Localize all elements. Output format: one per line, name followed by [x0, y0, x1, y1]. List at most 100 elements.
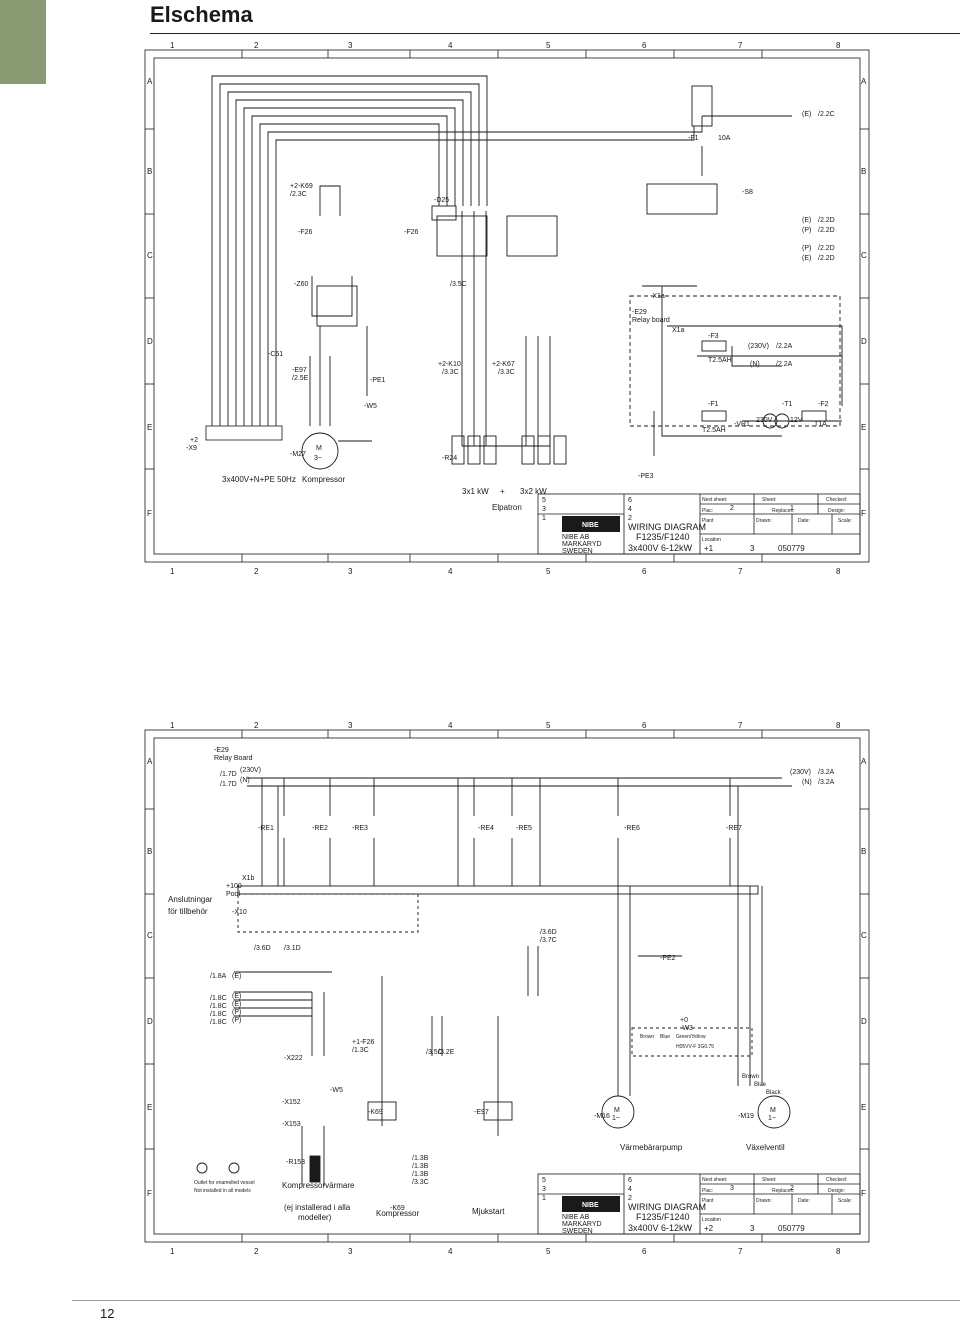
diverter-valve-label: Växelventil: [746, 1143, 785, 1152]
tag-d25: -D25: [434, 197, 449, 204]
row-label: A: [147, 757, 153, 766]
col-label: 2: [254, 41, 259, 50]
ref-36d-2: /3.6D: [540, 929, 557, 936]
sheet-value: 2: [790, 1185, 794, 1192]
wire-color-brown: Brown: [640, 1034, 654, 1040]
design-label: Design:: [828, 1188, 845, 1194]
col-label: 3: [348, 721, 353, 730]
heater-2-power: 3x2 kW: [520, 487, 547, 496]
accessory-terminal-x10: [237, 893, 419, 933]
neutral-label: (N): [240, 777, 250, 784]
rev-num: 5: [542, 497, 546, 504]
transformer-secondary: 12V: [790, 417, 803, 424]
tag-re2: -RE2: [312, 825, 328, 832]
tag-f2: -F2: [818, 401, 829, 408]
tag-f26b: -F26: [404, 229, 419, 236]
col-label: 2: [254, 1247, 259, 1256]
row-label: C: [147, 251, 153, 260]
ref-35c: /3.5C: [426, 1049, 443, 1056]
terminal-strip-x1b: [237, 885, 759, 895]
relay-k69: [367, 1101, 397, 1121]
col-label: 6: [642, 567, 647, 576]
col-label: 1: [170, 567, 175, 576]
fuse-f1: [701, 410, 727, 422]
tag-re1: -RE1: [258, 825, 274, 832]
title-block-1: NIBE NIBE AB MARKARYD SWEDEN 5 3 1 6 4 2…: [537, 493, 861, 555]
location-label: Location: [702, 1217, 721, 1223]
tag-x1b: X1b: [242, 875, 255, 882]
outlet-socket: [228, 1162, 240, 1174]
fuse-f3-rating: T2.5AH: [708, 357, 732, 364]
relay-board-label: Relay Board: [214, 755, 253, 762]
heat-carrier-pump-label: Värmebärarpump: [620, 1143, 683, 1152]
component-symbols: [196, 885, 791, 1183]
row-label: B: [861, 847, 866, 856]
heater-plus: +: [500, 487, 505, 496]
ref-33c: /3.3C: [412, 1179, 429, 1186]
wire-color-green-yellow: Green/Yellow: [676, 1034, 706, 1040]
document-number: 050779: [778, 1224, 805, 1233]
heater-element-3: [483, 435, 497, 465]
col-label: 8: [836, 567, 841, 576]
tag-x153: -X153: [282, 1121, 301, 1128]
pool-label: Pool: [226, 891, 240, 898]
tag-f1-top: -F1: [688, 135, 699, 142]
plant-label: Plant: [702, 1198, 714, 1204]
company-city: MARKARYD: [562, 541, 602, 548]
tag-x100: +100: [226, 883, 242, 890]
tag-pe1: -PE1: [370, 377, 386, 384]
col-label: 1: [170, 41, 175, 50]
tag-t1: -T1: [782, 401, 793, 408]
tag-f26a: -F26: [298, 229, 313, 236]
transformer-primary: 230V: [756, 417, 773, 424]
relay-board-label: Relay board: [632, 317, 670, 324]
tag-r153: -R153: [286, 1159, 305, 1166]
col-label: 4: [448, 721, 453, 730]
footer-divider: [72, 1300, 960, 1301]
row-label: C: [147, 931, 153, 940]
rev-num: 4: [628, 506, 632, 513]
compressor-heater-r153: [309, 1155, 321, 1183]
ref-f26: /1.3C: [352, 1047, 369, 1054]
tag-x1a: -X1a: [650, 293, 665, 300]
row-label: E: [147, 1103, 152, 1112]
tag-re3: -RE3: [352, 825, 368, 832]
col-label: 5: [546, 1247, 551, 1256]
ref-13b-2: /1.3B: [412, 1163, 429, 1170]
row-label: A: [147, 77, 153, 86]
outlet-note: Outlet for enamelled vessel Not installe…: [194, 1180, 255, 1194]
col-label: 1: [170, 721, 175, 730]
col-label: 6: [642, 41, 647, 50]
col-label: 7: [738, 721, 743, 730]
ref-22a-2: /2.2A: [776, 361, 793, 368]
ref-32e: /3.2E: [438, 1049, 455, 1056]
grid-labels: 1 2 3 4 5 6 7 8 1 2 3 4 5 6 7 8 A B C D …: [147, 41, 867, 576]
ref-k69: /2.3C: [290, 191, 307, 198]
sheet-value: 1: [790, 505, 794, 512]
tag-pe3: -PE3: [638, 473, 654, 480]
component-symbols: [301, 85, 841, 470]
section-labels: Anslutningar för tillbehör Värmebärarpum…: [168, 895, 785, 1222]
row-label: E: [147, 423, 152, 432]
tag-e97: -E97: [292, 367, 307, 374]
revision-value: 3: [750, 544, 755, 553]
outlet-note-2: Not installed in all models: [194, 1188, 251, 1194]
ref-13b-1: /1.3B: [412, 1155, 429, 1162]
row-label: F: [861, 1189, 866, 1198]
tag-z60: -Z60: [294, 281, 309, 288]
row-label: C: [861, 931, 867, 940]
tag-f26: +1-F26: [352, 1039, 374, 1046]
contactor-k67: [506, 215, 558, 257]
col-label: 8: [836, 721, 841, 730]
wiring-sheet-2: 1 2 3 4 5 6 7 8 1 2 3 4 5 6 7 8 A B C D …: [142, 716, 872, 1262]
grid-labels: 1 2 3 4 5 6 7 8 1 2 3 4 5 6 7 8 A B C D …: [147, 721, 867, 1256]
col-label: 4: [448, 41, 453, 50]
wires: [234, 777, 792, 1186]
row-label: B: [147, 167, 152, 176]
supply-label: 3x400V+N+PE 50Hz: [222, 475, 296, 484]
col-label: 3: [348, 1247, 353, 1256]
col-label: 3: [348, 567, 353, 576]
outlet-note-1: Outlet for enamelled vessel: [194, 1180, 255, 1186]
col-label: 7: [738, 567, 743, 576]
heater-element-4: [521, 435, 535, 465]
